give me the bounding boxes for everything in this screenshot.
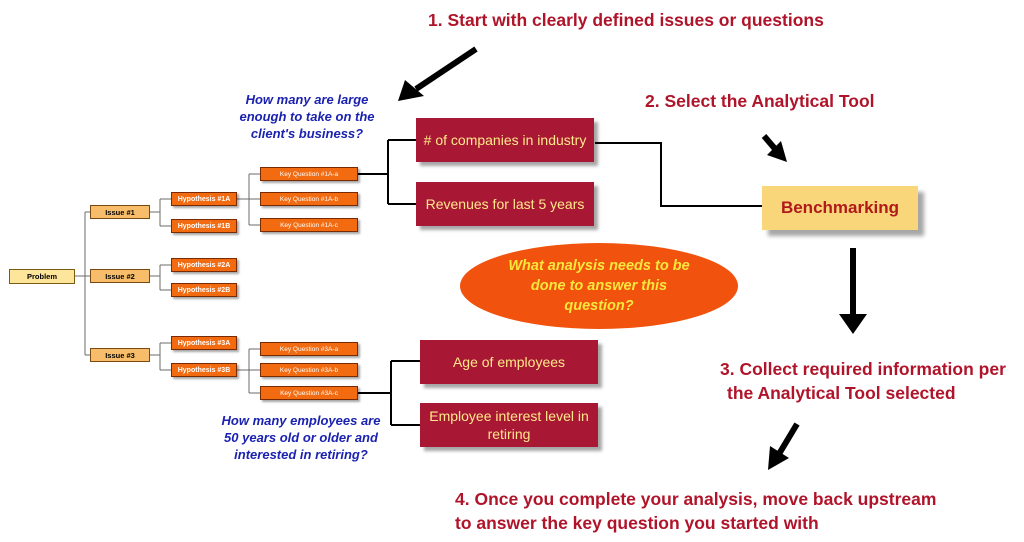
step-1-text: 1. Start with clearly defined issues or … (428, 10, 824, 30)
key-question-1a-a: Key Question #1A-a (260, 167, 358, 181)
upper-question: How many are large enough to take on the… (239, 92, 375, 141)
lower-question: How many employees are 50 years old or o… (221, 413, 381, 462)
hypothesis-node-1b: Hypothesis #1B (171, 219, 237, 233)
issue-node-2: Issue #2 (90, 269, 150, 283)
issue-node-1: Issue #1 (90, 205, 150, 219)
hypothesis-node-2a: Hypothesis #2A (171, 258, 237, 272)
analysis-prompt-text: What analysis needs to be done to answer… (508, 258, 690, 314)
problem-node: Problem (9, 269, 75, 284)
step-2-text: 2. Select the Analytical Tool (645, 91, 875, 111)
key-question-3a-b: Key Question #3A-b (260, 363, 358, 377)
step-3-line-1: 3. Collect required information per (720, 359, 1006, 379)
data-box-age: Age of employees (420, 340, 598, 384)
hypothesis-node-3b: Hypothesis #3B (171, 363, 237, 377)
data-box-companies: # of companies in industry (416, 118, 594, 162)
analysis-ellipse: What analysis needs to be done to answer… (460, 243, 738, 329)
issue-node-3: Issue #3 (90, 348, 150, 362)
hypothesis-node-2b: Hypothesis #2B (171, 283, 237, 297)
step-3-line-2: the Analytical Tool selected (727, 383, 956, 403)
hypothesis-node-1a: Hypothesis #1A (171, 192, 237, 206)
hypothesis-node-3a: Hypothesis #3A (171, 336, 237, 350)
benchmarking-tool-box: Benchmarking (762, 186, 918, 230)
step-4-line-2: to answer the key question you started w… (455, 513, 819, 533)
key-question-3a-c: Key Question #3A-c (260, 386, 358, 400)
key-question-1a-c: Key Question #1A-c (260, 218, 358, 232)
key-question-3a-a: Key Question #3A-a (260, 342, 358, 356)
data-box-interest: Employee interest level in retiring (420, 403, 598, 447)
key-question-1a-b: Key Question #1A-b (260, 192, 358, 206)
step-4-line-1: 4. Once you complete your analysis, move… (455, 489, 937, 509)
data-box-revenues: Revenues for last 5 years (416, 182, 594, 226)
